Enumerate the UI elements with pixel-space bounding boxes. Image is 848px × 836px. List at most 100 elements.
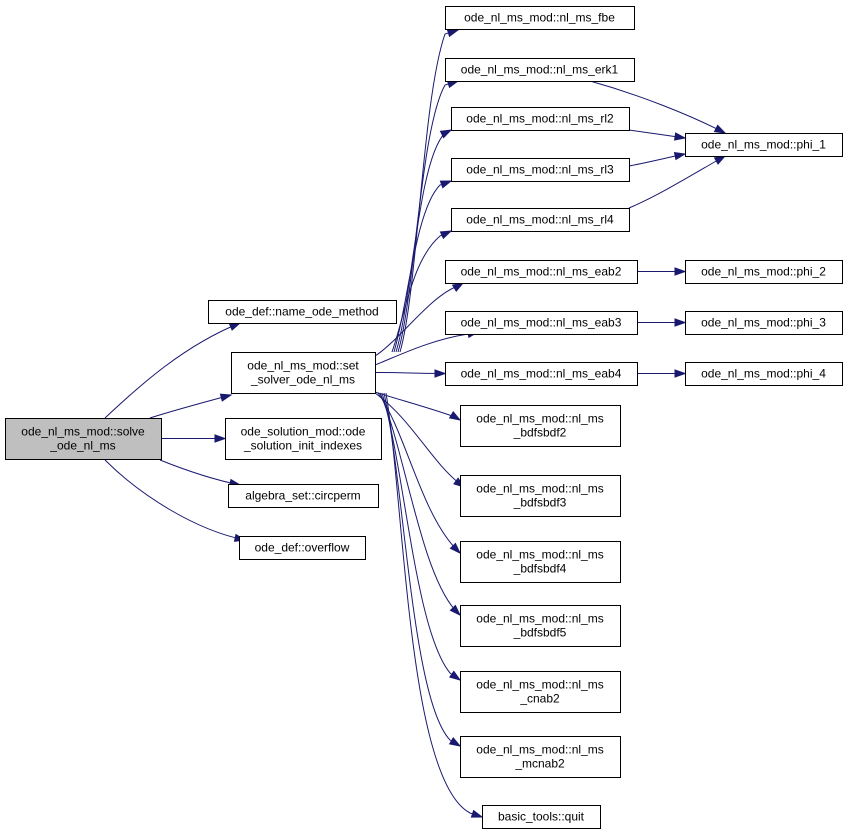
node-box [445, 311, 638, 335]
node-box [445, 58, 635, 82]
node-eab2[interactable]: ode_nl_ms_mod::nl_ms_eab2 [445, 260, 638, 284]
node-erk1[interactable]: ode_nl_ms_mod::nl_ms_erk1 [445, 58, 635, 82]
node-label: _mcnab2 [514, 757, 565, 771]
node-bdf2[interactable]: ode_nl_ms_mod::nl_ms_bdfsbdf2 [460, 405, 621, 447]
node-overflow[interactable]: ode_def::overflow [239, 536, 366, 560]
node-rl2[interactable]: ode_nl_ms_mod::nl_ms_rl2 [451, 107, 630, 131]
arrowhead-icon [439, 180, 453, 189]
edge-line [393, 180, 452, 353]
node-label: ode_nl_ms_mod::nl_ms [476, 412, 603, 426]
node-label: ode_nl_ms_mod::nl_ms [476, 743, 603, 757]
edge-eab3-to-phi3 [637, 318, 687, 327]
edge-line [385, 392, 483, 818]
arrowhead-icon [470, 809, 484, 818]
edge-rl4-to-phi1 [628, 155, 727, 209]
edge-solve-to-sol_init [160, 434, 227, 443]
edge-rl3-to-phi1 [628, 151, 687, 167]
arrowhead-icon [446, 29, 460, 38]
node-label: ode_solution_mod::ode [241, 425, 366, 439]
edge-set_solver-to-rl3 [393, 180, 453, 353]
node-label: algebra_set::circperm [245, 489, 360, 503]
node-label: basic_tools::quit [498, 810, 585, 824]
arrowhead-icon [451, 282, 465, 293]
node-cnab2[interactable]: ode_nl_ms_mod::nl_ms_cnab2 [460, 671, 621, 713]
arrowhead-icon [439, 129, 453, 139]
node-set_solver[interactable]: ode_nl_ms_mod::set_solver_ode_nl_ms [231, 352, 376, 394]
edge-line [374, 372, 446, 374]
edge-set_solver-to-quit [385, 392, 484, 818]
node-box [445, 6, 635, 30]
arrowhead-icon [434, 369, 447, 378]
node-phi3[interactable]: ode_nl_ms_mod::phi_3 [685, 311, 843, 335]
edge-solve-to-name_ode [104, 322, 242, 419]
edge-set_solver-to-rl2 [395, 129, 453, 353]
edge-line [379, 392, 461, 616]
node-label: _bdfsbdf5 [513, 626, 567, 640]
node-box [460, 736, 621, 778]
edge-line [589, 80, 726, 134]
edge-set_solver-to-eab4 [374, 369, 447, 378]
edge-set_solver-to-mcnab2 [383, 392, 462, 747]
node-solve[interactable]: ode_nl_ms_mod::solve_ode_nl_ms [5, 418, 162, 460]
node-label: ode_nl_ms_mod::solve [21, 425, 145, 439]
arrowhead-icon [228, 322, 242, 331]
node-box [445, 362, 638, 386]
arrowhead-icon [673, 132, 687, 141]
node-label: ode_nl_ms_mod::nl_ms_eab2 [461, 265, 622, 279]
edge-solve-to-set_solver [149, 393, 233, 419]
node-box [451, 158, 630, 182]
node-bdf3[interactable]: ode_nl_ms_mod::nl_ms_bdfsbdf3 [460, 475, 621, 517]
node-box [228, 484, 379, 508]
node-eab3[interactable]: ode_nl_ms_mod::nl_ms_eab3 [445, 311, 638, 335]
arrowhead-icon [448, 410, 462, 421]
node-label: ode_nl_ms_mod::nl_ms [476, 482, 603, 496]
node-box [460, 605, 621, 647]
edge-erk1-to-phi1 [589, 80, 727, 134]
edge-line [159, 459, 241, 486]
node-label: ode_nl_ms_mod::phi_1 [701, 138, 826, 152]
node-box [685, 311, 843, 335]
edge-eab2-to-phi2 [636, 267, 687, 276]
arrowhead-icon [439, 230, 453, 240]
edge-line [628, 155, 726, 209]
node-rl4[interactable]: ode_nl_ms_mod::nl_ms_rl4 [451, 208, 630, 232]
node-box [225, 418, 382, 460]
edge-line [104, 459, 246, 541]
node-box [685, 362, 843, 386]
node-eab4[interactable]: ode_nl_ms_mod::nl_ms_eab4 [445, 362, 638, 386]
edge-set_solver-to-cnab2 [381, 392, 462, 681]
node-box [460, 475, 621, 517]
node-box [460, 541, 621, 583]
node-label: _bdfsbdf2 [513, 426, 567, 440]
node-box [482, 805, 601, 829]
node-box [5, 418, 162, 460]
node-name_ode[interactable]: ode_def::name_ode_method [208, 300, 397, 324]
node-label: _ode_nl_ms [49, 439, 115, 453]
arrowhead-icon [674, 318, 687, 327]
edge-line [399, 29, 459, 353]
edge-rl2-to-phi1 [628, 129, 687, 141]
node-rl3[interactable]: ode_nl_ms_mod::nl_ms_rl3 [451, 158, 630, 182]
node-box [685, 133, 843, 157]
node-phi1[interactable]: ode_nl_ms_mod::phi_1 [685, 133, 843, 157]
node-box [685, 260, 843, 284]
node-box [208, 300, 397, 324]
node-label: ode_nl_ms_mod::nl_ms_rl3 [466, 163, 614, 177]
node-quit[interactable]: basic_tools::quit [482, 805, 601, 829]
node-phi2[interactable]: ode_nl_ms_mod::phi_2 [685, 260, 843, 284]
edge-set_solver-to-eab3 [374, 329, 480, 366]
node-label: ode_nl_ms_mod::nl_ms [476, 678, 603, 692]
arrowhead-icon [448, 736, 462, 747]
node-label: ode_nl_ms_mod::nl_ms [476, 612, 603, 626]
node-bdf4[interactable]: ode_nl_ms_mod::nl_ms_bdfsbdf4 [460, 541, 621, 583]
node-bdf5[interactable]: ode_nl_ms_mod::nl_ms_bdfsbdf5 [460, 605, 621, 647]
node-circperm[interactable]: algebra_set::circperm [228, 484, 379, 508]
edge-line [383, 392, 461, 747]
node-phi4[interactable]: ode_nl_ms_mod::phi_4 [685, 362, 843, 386]
arrowhead-icon [673, 151, 687, 161]
node-fbe[interactable]: ode_nl_ms_mod::nl_ms_fbe [445, 6, 635, 30]
node-sol_init[interactable]: ode_solution_mod::ode_solution_init_inde… [225, 418, 382, 460]
edge-set_solver-to-bdf5 [379, 392, 462, 617]
node-mcnab2[interactable]: ode_nl_ms_mod::nl_ms_mcnab2 [460, 736, 621, 778]
